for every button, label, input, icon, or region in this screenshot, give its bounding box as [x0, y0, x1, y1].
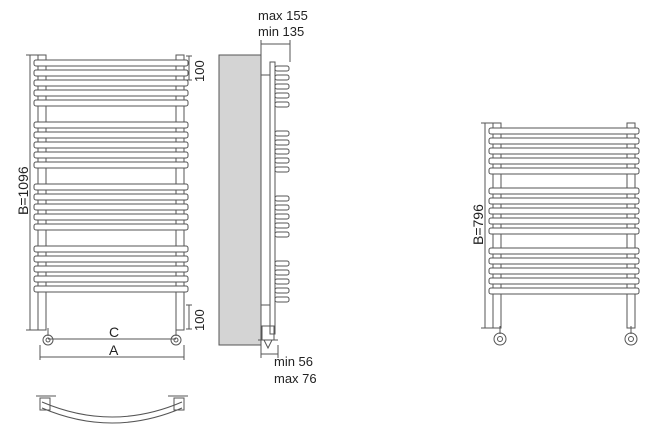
front-bar	[33, 275, 189, 283]
front-bar	[33, 223, 189, 231]
front-bar	[33, 151, 189, 159]
small-bar	[488, 227, 640, 235]
wall-offset-min-label: min 56	[274, 354, 313, 369]
left-post	[37, 54, 47, 331]
side-bar	[274, 222, 290, 229]
front-view: B=1096 100 100 C A	[15, 54, 207, 424]
small-bar	[488, 137, 640, 145]
small-bar	[488, 147, 640, 155]
side-valve	[258, 325, 278, 350]
side-bar	[274, 287, 290, 294]
small-bars	[488, 127, 640, 295]
front-bar	[33, 265, 189, 273]
front-bar	[33, 141, 189, 149]
front-bar	[33, 79, 189, 87]
small-height-dimension: B=796	[470, 122, 493, 329]
small-bar	[488, 277, 640, 285]
bottom-gap-label: 100	[192, 309, 207, 331]
side-bar	[274, 166, 290, 173]
front-bar	[33, 193, 189, 201]
small-bar	[488, 197, 640, 205]
front-bar	[33, 285, 189, 293]
side-bar	[274, 92, 290, 99]
small-bar	[488, 187, 640, 195]
right-post	[175, 54, 185, 331]
small-bar	[488, 167, 640, 175]
side-bar	[274, 269, 290, 276]
right-valve	[170, 328, 182, 346]
side-bar	[274, 157, 290, 164]
small-right-valve	[624, 326, 638, 346]
side-bar	[274, 231, 290, 238]
front-bar	[33, 245, 189, 253]
side-bar	[274, 65, 290, 72]
small-left-post	[492, 122, 502, 329]
front-bar	[33, 203, 189, 211]
front-bar	[33, 255, 189, 263]
front-bar	[33, 131, 189, 139]
side-bar	[274, 74, 290, 81]
side-bars	[274, 65, 290, 303]
side-collector	[269, 61, 276, 335]
side-bar	[274, 260, 290, 267]
small-bar	[488, 247, 640, 255]
height-dimension: B=1096	[15, 54, 38, 331]
front-bar	[33, 89, 189, 97]
front-bar	[33, 161, 189, 169]
small-bar	[488, 157, 640, 165]
side-view: max 155 min 135 min 56 max 76	[218, 8, 317, 386]
side-bar	[274, 278, 290, 285]
wall	[218, 54, 262, 346]
front-bar	[33, 121, 189, 129]
outer-width-dimension: A	[39, 342, 185, 360]
side-bar	[274, 139, 290, 146]
front-bar	[33, 69, 189, 77]
top-gap-dimension: 100	[186, 55, 207, 82]
front-bars	[33, 59, 189, 293]
front-height-label: B=1096	[15, 166, 31, 215]
small-bar	[488, 287, 640, 295]
plan-view	[36, 395, 188, 424]
small-bar	[488, 207, 640, 215]
small-front-view: B=796	[470, 122, 640, 346]
depth-dimension: max 155 min 135	[258, 8, 308, 62]
side-bar	[274, 195, 290, 202]
side-bar	[274, 204, 290, 211]
wall-offset-max-label: max 76	[274, 371, 317, 386]
small-bar	[488, 217, 640, 225]
left-valve	[42, 328, 54, 346]
wall-offset-dimension: min 56 max 76	[260, 345, 317, 386]
side-bar	[274, 148, 290, 155]
inner-width-label: C	[109, 324, 119, 340]
side-bar	[274, 83, 290, 90]
side-bar	[274, 101, 290, 108]
side-bar	[274, 130, 290, 137]
outer-width-label: A	[109, 342, 119, 358]
depth-max-label: max 155	[258, 8, 308, 23]
front-bar	[33, 183, 189, 191]
side-bar	[274, 213, 290, 220]
top-gap-label: 100	[192, 60, 207, 82]
inner-width-dimension: C	[48, 324, 176, 340]
front-bar	[33, 59, 189, 67]
depth-min-label: min 135	[258, 24, 304, 39]
front-bar	[33, 213, 189, 221]
small-bar	[488, 127, 640, 135]
front-bar	[33, 99, 189, 107]
side-bar	[274, 296, 290, 303]
small-left-valve	[493, 326, 507, 346]
small-bar	[488, 267, 640, 275]
small-height-label: B=796	[470, 204, 486, 245]
small-bar	[488, 257, 640, 265]
bottom-gap-dimension: 100	[186, 304, 207, 331]
